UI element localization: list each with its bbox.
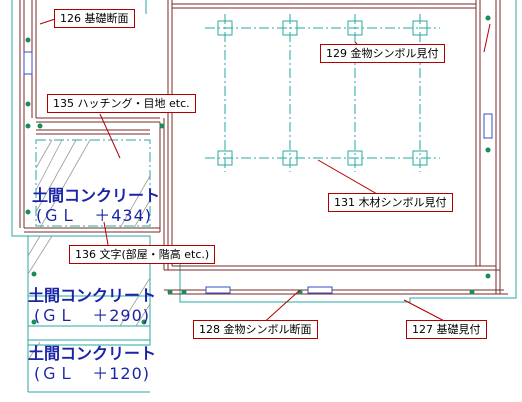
room-level: (ＧＬ ＋120) xyxy=(33,364,151,383)
room-name: 土間コンクリート xyxy=(28,344,157,363)
room-label: 土間コンクリート (ＧＬ ＋120) xyxy=(28,344,156,384)
callout-126-foundation-section[interactable]: 126 基礎断面 xyxy=(54,9,135,28)
hardware-section-bolts xyxy=(23,51,493,294)
callout-131-timber-symbol-elevation[interactable]: 131 木材シンボル見付 xyxy=(328,193,453,212)
callout-127-foundation-elevation[interactable]: 127 基礎見付 xyxy=(406,320,487,339)
foundation-section-walls xyxy=(19,0,508,295)
timber-symbols xyxy=(217,20,428,166)
timber-grid-lines xyxy=(35,14,440,227)
callout-128-hardware-symbol-section[interactable]: 128 金物シンボル断面 xyxy=(193,320,318,339)
callout-135-hatching-joints[interactable]: 135 ハッチング・目地 etc. xyxy=(47,94,196,113)
callout-leaders xyxy=(39,17,491,327)
callout-136-text-room-level[interactable]: 136 文字(部屋・階高 etc.) xyxy=(69,245,216,264)
room-level: (ＧＬ ＋434) xyxy=(35,206,153,225)
room-hatching xyxy=(27,139,151,361)
room-level: (ＧＬ ＋290) xyxy=(33,306,151,325)
room-name: 土間コンクリート xyxy=(32,186,161,205)
hardware-anchor-dots xyxy=(25,15,491,325)
room-name: 土間コンクリート xyxy=(28,286,157,305)
callout-129-hardware-symbol-elevation[interactable]: 129 金物シンボル見付 xyxy=(320,44,445,63)
foundation-elevation-lines xyxy=(11,0,517,393)
room-label: 土間コンクリート (ＧＬ ＋290) xyxy=(28,286,156,326)
room-label: 土間コンクリート (ＧＬ ＋434) xyxy=(32,186,161,226)
